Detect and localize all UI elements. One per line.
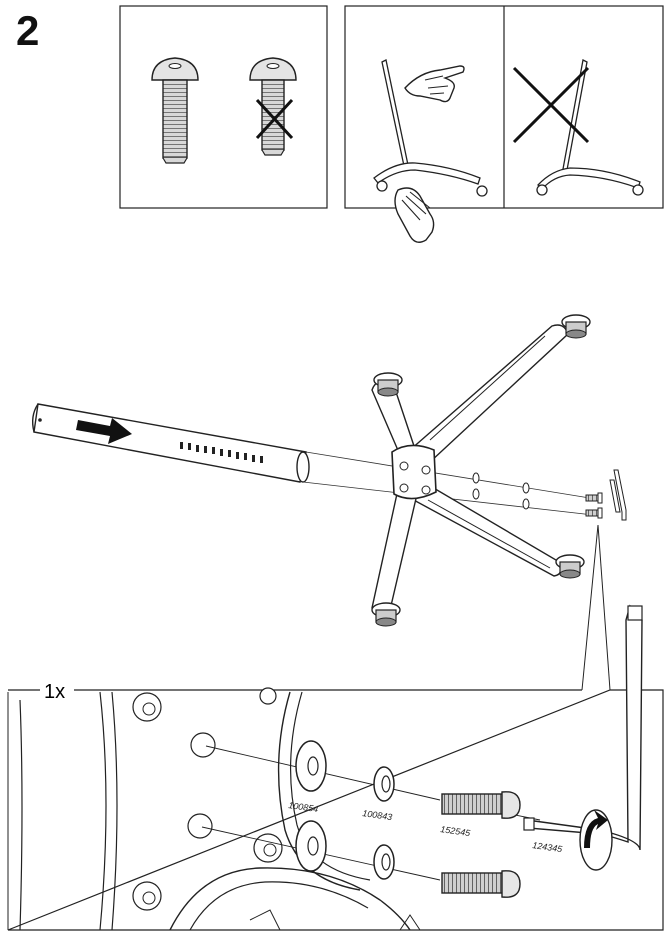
- foot-icon: [371, 602, 401, 627]
- cross-icon: [255, 98, 294, 140]
- foot-icon: [373, 372, 403, 397]
- quantity-label: 1x: [44, 681, 65, 703]
- small-spring-washer-icon: [522, 482, 530, 510]
- hand-pointing-icon: [404, 65, 465, 103]
- large-cross-icon: [512, 66, 590, 144]
- step-number: 2: [16, 7, 40, 54]
- detail-view: 1x: [7, 604, 664, 931]
- allen-key-icon: [523, 604, 643, 851]
- rotate-arrow-icon: [579, 809, 613, 871]
- short-screw-icon: [249, 57, 297, 156]
- base-assembly: [31, 314, 627, 691]
- small-allen-key-icon: [609, 469, 627, 521]
- washer-icon: [295, 740, 327, 872]
- foot-icon: [555, 554, 585, 579]
- foot-icon: [561, 314, 591, 339]
- frame-correct-icon: [373, 59, 488, 197]
- star-base-icon: [371, 314, 591, 627]
- tube-holes: [180, 442, 263, 463]
- insert-arrow-icon: [76, 418, 132, 444]
- frame-wrong-icon: [536, 59, 644, 196]
- orientation-panel: [344, 5, 664, 243]
- small-washer-icon: [472, 472, 480, 500]
- screw-comparison-panel: [119, 5, 328, 209]
- part-number: 124345: [532, 840, 564, 854]
- long-screw-icon: [151, 57, 199, 164]
- small-bolt-icon: [585, 492, 603, 519]
- tube-icon: [31, 403, 310, 483]
- hand-pressing-icon: [394, 187, 435, 243]
- part-number: 152545: [440, 824, 472, 838]
- spring-washer-icon: [373, 766, 395, 880]
- part-number: 100854: [288, 800, 319, 814]
- part-number: 100843: [362, 808, 393, 822]
- bolt-icon: [441, 791, 521, 898]
- base-plate-icon: [7, 687, 421, 931]
